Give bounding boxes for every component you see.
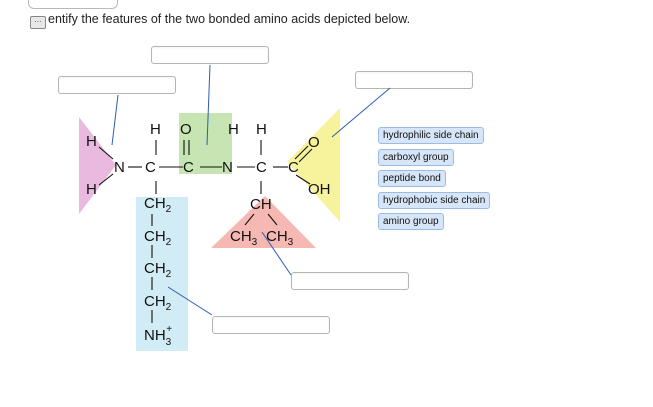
svg-text:H: H bbox=[150, 121, 161, 138]
leader-lines bbox=[111, 64, 391, 316]
leader-line-hydrophobic bbox=[261, 231, 292, 276]
label-chip-carboxyl-group[interactable]: carboxyl group bbox=[378, 149, 454, 166]
leader-line-peptide bbox=[206, 64, 211, 146]
svg-text:C: C bbox=[145, 159, 156, 176]
label-chip-hydrophilic-side-chain[interactable]: hydrophilic side chain bbox=[378, 127, 484, 144]
svg-text:N: N bbox=[222, 159, 233, 176]
svg-text:H: H bbox=[228, 121, 239, 138]
svg-text:CH2: CH2 bbox=[144, 195, 172, 215]
drop-target-hydrophobic[interactable] bbox=[291, 272, 409, 290]
svg-text:N: N bbox=[114, 159, 125, 176]
drop-target-carboxyl[interactable] bbox=[355, 71, 473, 89]
bonds bbox=[98, 140, 313, 323]
svg-text:CH3: CH3 bbox=[230, 228, 258, 248]
carboxyl-region bbox=[287, 108, 340, 222]
hydrophobic-region bbox=[211, 196, 316, 248]
svg-text:C: C bbox=[183, 159, 194, 176]
label-chip-peptide-bond[interactable]: peptide bond bbox=[378, 170, 446, 187]
svg-text:CH2: CH2 bbox=[144, 260, 172, 280]
leader-line-amino bbox=[111, 94, 119, 146]
svg-text:OH: OH bbox=[308, 181, 331, 198]
atoms: H H N C H O C N H H C C O OH CH CH3 CH3 … bbox=[86, 121, 331, 348]
leader-line-carboxyl bbox=[331, 87, 391, 138]
svg-text:H: H bbox=[86, 181, 97, 198]
svg-text:CH3: CH3 bbox=[266, 228, 294, 248]
hydrophilic-region bbox=[136, 197, 188, 351]
svg-text:C: C bbox=[256, 159, 267, 176]
leader-line-hydrophilic bbox=[167, 286, 213, 316]
svg-text:O: O bbox=[180, 121, 192, 138]
svg-text:C: C bbox=[288, 159, 299, 176]
label-chip-amino-group[interactable]: amino group bbox=[378, 213, 444, 230]
svg-text:H: H bbox=[256, 121, 267, 138]
svg-text:CH: CH bbox=[250, 196, 272, 213]
amino-region bbox=[79, 117, 116, 214]
question-prompt: ···entify the features of the two bonded… bbox=[30, 12, 410, 29]
question-text: entify the features of the two bonded am… bbox=[48, 12, 411, 26]
svg-text:O: O bbox=[308, 134, 320, 151]
svg-text:H: H bbox=[86, 133, 97, 150]
svg-text:NH3+: NH3+ bbox=[144, 324, 172, 348]
drop-target-amino[interactable] bbox=[58, 76, 176, 94]
peptide-region bbox=[179, 113, 232, 174]
svg-text:CH2: CH2 bbox=[144, 293, 172, 313]
tooltip-popup bbox=[28, 0, 118, 9]
drop-target-hydrophilic[interactable] bbox=[212, 316, 330, 334]
svg-text:CH2: CH2 bbox=[144, 228, 172, 248]
drop-target-peptide[interactable] bbox=[151, 46, 269, 64]
label-chip-hydrophobic-side-chain[interactable]: hydrophobic side chain bbox=[378, 192, 491, 209]
speech-bubble-icon: ··· bbox=[30, 16, 46, 29]
